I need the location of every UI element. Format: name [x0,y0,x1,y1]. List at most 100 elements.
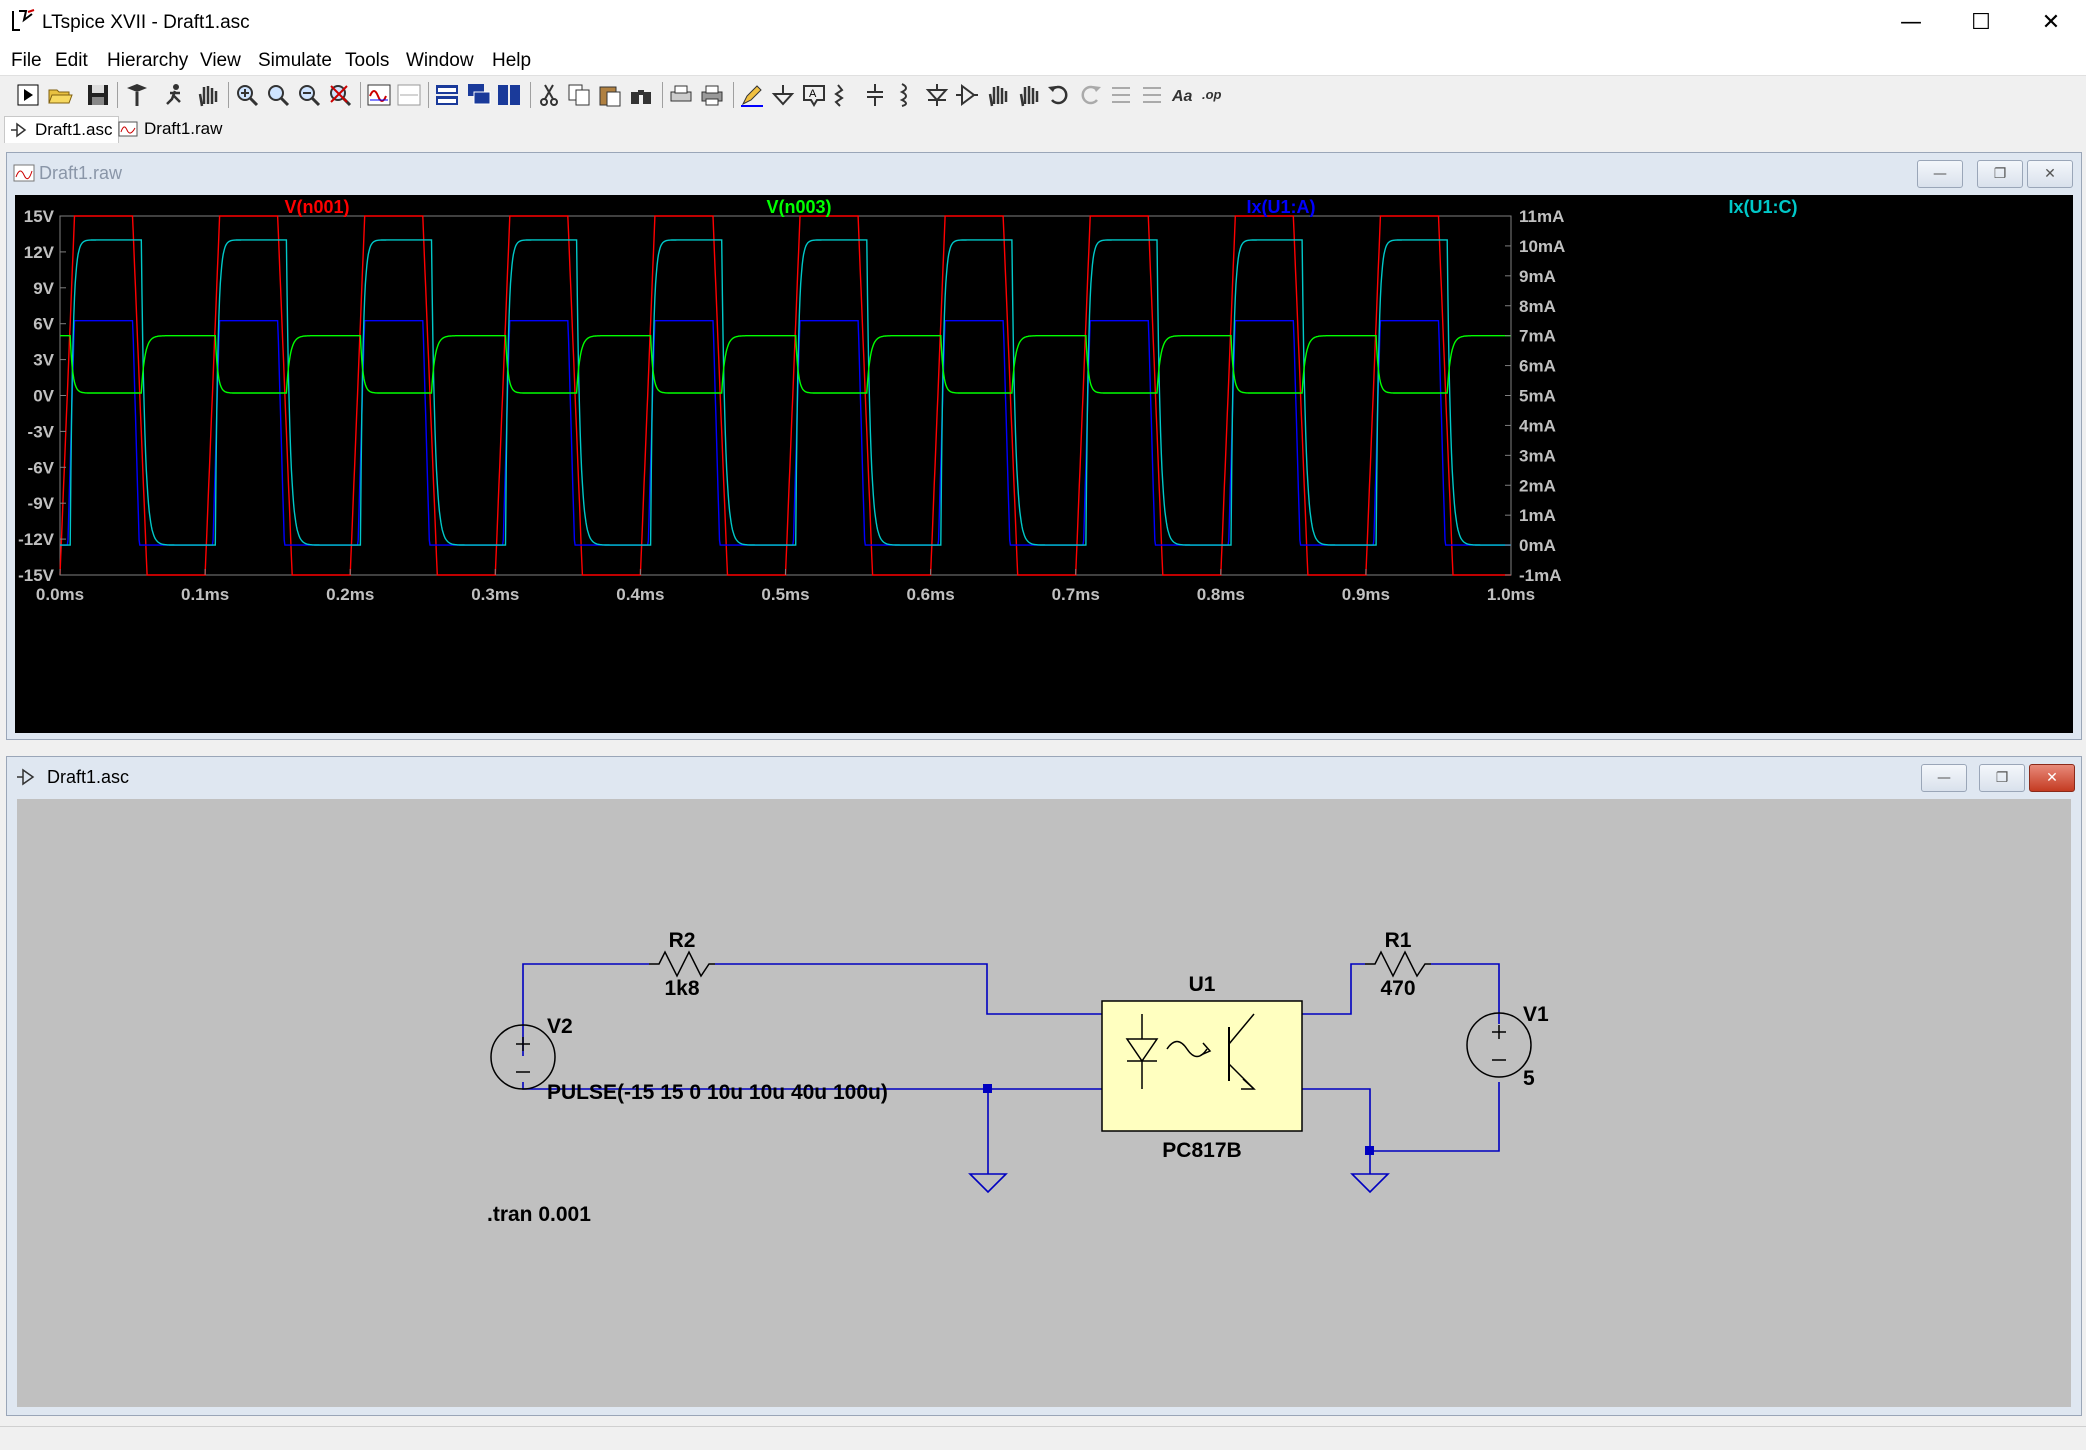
v1-value[interactable]: 5 [1523,1067,1535,1090]
wires[interactable] [522,963,1500,1174]
y-left-tick-label: -3V [28,422,55,441]
waveform-minimize-button[interactable]: — [1917,160,1963,188]
schematic-close-button[interactable]: ✕ [2029,764,2075,792]
spice-directive-icon[interactable]: .op [1201,82,1227,108]
trace-ix-u1-a[interactable] [60,320,1511,546]
print-icon[interactable] [699,82,725,108]
resistor-r2[interactable] [649,950,715,978]
text-icon[interactable]: Aa [1170,82,1196,108]
menu-window[interactable]: Window [406,50,474,71]
find-binoculars-icon[interactable] [628,82,654,108]
ground-icon[interactable] [770,82,796,108]
menu-hierarchy[interactable]: Hierarchy [107,50,189,71]
close-button[interactable]: ✕ [2041,10,2061,35]
resistor-r1[interactable] [1365,950,1431,978]
tab-draft1-asc[interactable]: Draft1.asc [4,116,120,143]
trace-ix-u1-c[interactable] [60,239,1511,546]
zoom-in-icon[interactable] [234,82,260,108]
ground-symbol[interactable] [968,1173,1008,1194]
minimize-button[interactable]: — [1900,10,1922,35]
ground-symbol[interactable] [1350,1173,1390,1194]
open-folder-icon[interactable] [47,82,73,108]
r1-label: R1 [1385,929,1412,952]
mirror-icon[interactable] [1139,82,1165,108]
trace-label-v-n001[interactable]: V(n001) [284,197,349,217]
y-left-tick-label: 6V [33,315,54,334]
copy-icon[interactable] [566,82,592,108]
save-icon[interactable] [85,82,111,108]
y-left-tick-label: -15V [18,566,55,585]
undo-icon[interactable] [1046,82,1072,108]
r1-value[interactable]: 470 [1380,977,1415,1000]
x-tick-label: 0.6ms [906,585,954,604]
menu-file[interactable]: File [11,50,42,71]
r2-value[interactable]: 1k8 [664,977,699,1000]
schematic-minimize-button[interactable]: — [1921,764,1967,792]
y-left-tick-label: 3V [33,351,54,370]
menu-bar: File Edit Hierarchy View Simulate Tools … [0,45,2086,75]
control-panel-icon[interactable] [124,82,150,108]
voltage-source-v1[interactable] [1466,1012,1532,1078]
u1-part[interactable]: PC817B [1162,1139,1241,1162]
resistor-icon[interactable] [832,82,858,108]
waveform-close-button[interactable]: ✕ [2027,160,2073,188]
voltage-source-v2[interactable] [490,1024,556,1090]
inductor-icon[interactable] [892,82,918,108]
spice-directive[interactable]: .tran 0.001 [487,1203,591,1226]
x-tick-label: 0.5ms [761,585,809,604]
move-hand-icon[interactable] [984,82,1010,108]
waveform-restore-button[interactable]: ❐ [1977,160,2023,188]
waveform-plot[interactable]: V(n001) V(n003) Ix(U1:A) Ix(U1:C) 15V12V… [15,195,2073,733]
redo-icon[interactable] [1077,82,1103,108]
tile-vertical-icon[interactable] [496,82,522,108]
pan-hand-icon[interactable] [194,82,220,108]
menu-help[interactable]: Help [492,50,532,71]
diode-icon[interactable] [924,82,950,108]
rotate-icon[interactable] [1108,82,1134,108]
tab-label: Draft1.asc [35,120,113,139]
menu-view[interactable]: View [200,50,241,71]
trace-label-ix-u1-a[interactable]: Ix(U1:A) [1246,197,1315,217]
trace-label-v-n003[interactable]: V(n003) [766,197,831,217]
new-schematic-icon[interactable] [15,82,41,108]
v2-value[interactable]: PULSE(-15 15 0 10u 10u 40u 100u) [547,1081,888,1104]
component-icon[interactable] [954,82,980,108]
y-right-tick-label: 7mA [1519,327,1556,346]
paste-icon[interactable] [597,82,623,108]
trace-v-n001[interactable] [59,215,1511,576]
menu-simulate[interactable]: Simulate [258,50,332,71]
waveform-window-titlebar[interactable]: Draft1.raw — ❐ ✕ [7,153,2081,193]
zoom-fit-icon[interactable] [327,82,353,108]
schematic-restore-button[interactable]: ❐ [1979,764,2025,792]
r2-label: R2 [669,929,696,952]
print-preview-icon[interactable] [668,82,694,108]
schematic-canvas[interactable]: R2 1k8 R1 470 V2 PULSE(-15 15 0 10u 10u … [17,799,2071,1407]
zoom-icon[interactable] [265,82,291,108]
drag-hand-icon[interactable] [1015,82,1041,108]
schematic-window-titlebar[interactable]: Draft1.asc — ❐ ✕ [7,757,2081,797]
cascade-icon[interactable] [466,82,492,108]
autorange-icon[interactable] [366,82,392,108]
ltspice-app-icon [12,9,35,31]
x-tick-label: 0.0ms [36,585,84,604]
tile-horizontal-icon[interactable] [434,82,460,108]
y-left-tick-label: -6V [28,458,55,477]
label-net-icon[interactable]: A [801,82,827,108]
zoom-out-icon[interactable] [296,82,322,108]
maximize-button[interactable]: ☐ [1971,10,1991,35]
menu-edit[interactable]: Edit [55,50,88,71]
y-right-tick-label: 9mA [1519,267,1556,286]
schematic-drawing[interactable]: R2 1k8 R1 470 V2 PULSE(-15 15 0 10u 10u … [17,799,2071,1407]
waveform-icon[interactable] [396,82,422,108]
draw-wire-pencil-icon[interactable] [739,82,765,108]
optocoupler-u1[interactable] [1101,1000,1303,1132]
junction-dot [1365,1146,1374,1155]
trace-v-n003[interactable] [60,335,1511,394]
tab-draft1-raw[interactable]: Draft1.raw [114,116,228,142]
capacitor-icon[interactable] [862,82,888,108]
run-icon[interactable] [162,82,188,108]
trace-label-ix-u1-c[interactable]: Ix(U1:C) [1728,197,1797,217]
cut-scissors-icon[interactable] [536,82,562,108]
menu-tools[interactable]: Tools [345,50,390,71]
